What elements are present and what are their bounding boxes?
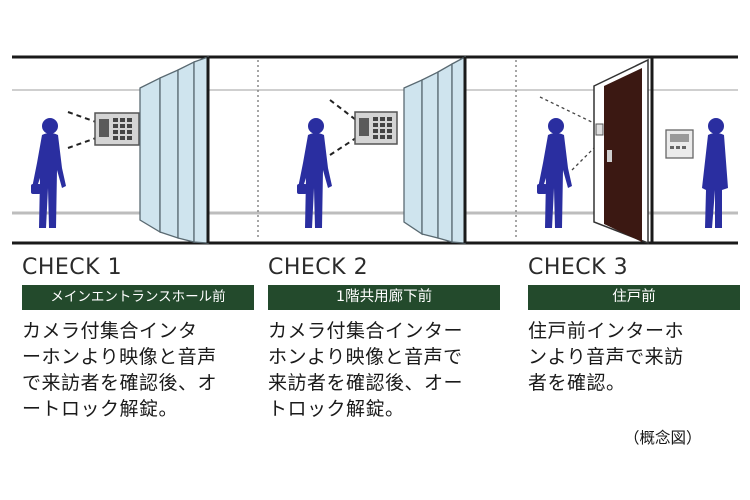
sight-line (67, 111, 97, 123)
resident-person-icon (702, 118, 728, 228)
intercom-panel-icon (354, 111, 398, 145)
scene-check-3 (537, 57, 728, 245)
indoor-monitor-icon (665, 129, 694, 159)
sight-line (329, 137, 357, 156)
sight-line (329, 99, 357, 121)
sight-line (67, 137, 97, 149)
check-description: 住戸前インターホ ンより音声で来訪 者を確認。 (528, 320, 685, 394)
check-panel-1: CHECK 1 メインエントランスホール前 カメラ付集合インタ ーホンより映像と… (22, 255, 254, 422)
check-panel-3: CHECK 3 住戸前 住戸前インターホ ンより音声で来訪 者を確認。 (528, 255, 740, 396)
concept-note: （概念図） (624, 429, 702, 447)
check-panel-2: CHECK 2 1階共用廊下前 カメラ付集合インター ホンより映像と音声で 来訪… (268, 255, 500, 422)
glass-corridor-doors (403, 55, 467, 244)
location-badge: 住戸前 (528, 285, 740, 310)
intercom-panel-icon (94, 112, 140, 146)
scene-check-2 (297, 55, 467, 244)
scene-check-1 (31, 56, 210, 244)
glass-entrance-doors (139, 56, 210, 244)
check-description: カメラ付集合インタ ーホンより映像と音声 で来訪者を確認後、オ ートロック解錠。 (22, 320, 218, 420)
person-icon (31, 118, 66, 228)
location-badge: 1階共用廊下前 (268, 285, 500, 310)
person-icon (297, 118, 332, 228)
unit-door-icon (593, 57, 654, 245)
check-title: CHECK 3 (528, 255, 629, 280)
illustration (12, 55, 738, 245)
person-icon (537, 118, 572, 228)
check-title: CHECK 2 (268, 255, 369, 280)
check-description: カメラ付集合インター ホンより映像と音声で 来訪者を確認後、オー トロック解錠。 (268, 320, 464, 420)
sight-line (539, 96, 601, 127)
location-badge: メインエントランスホール前 (22, 285, 254, 310)
check-title: CHECK 1 (22, 255, 123, 280)
